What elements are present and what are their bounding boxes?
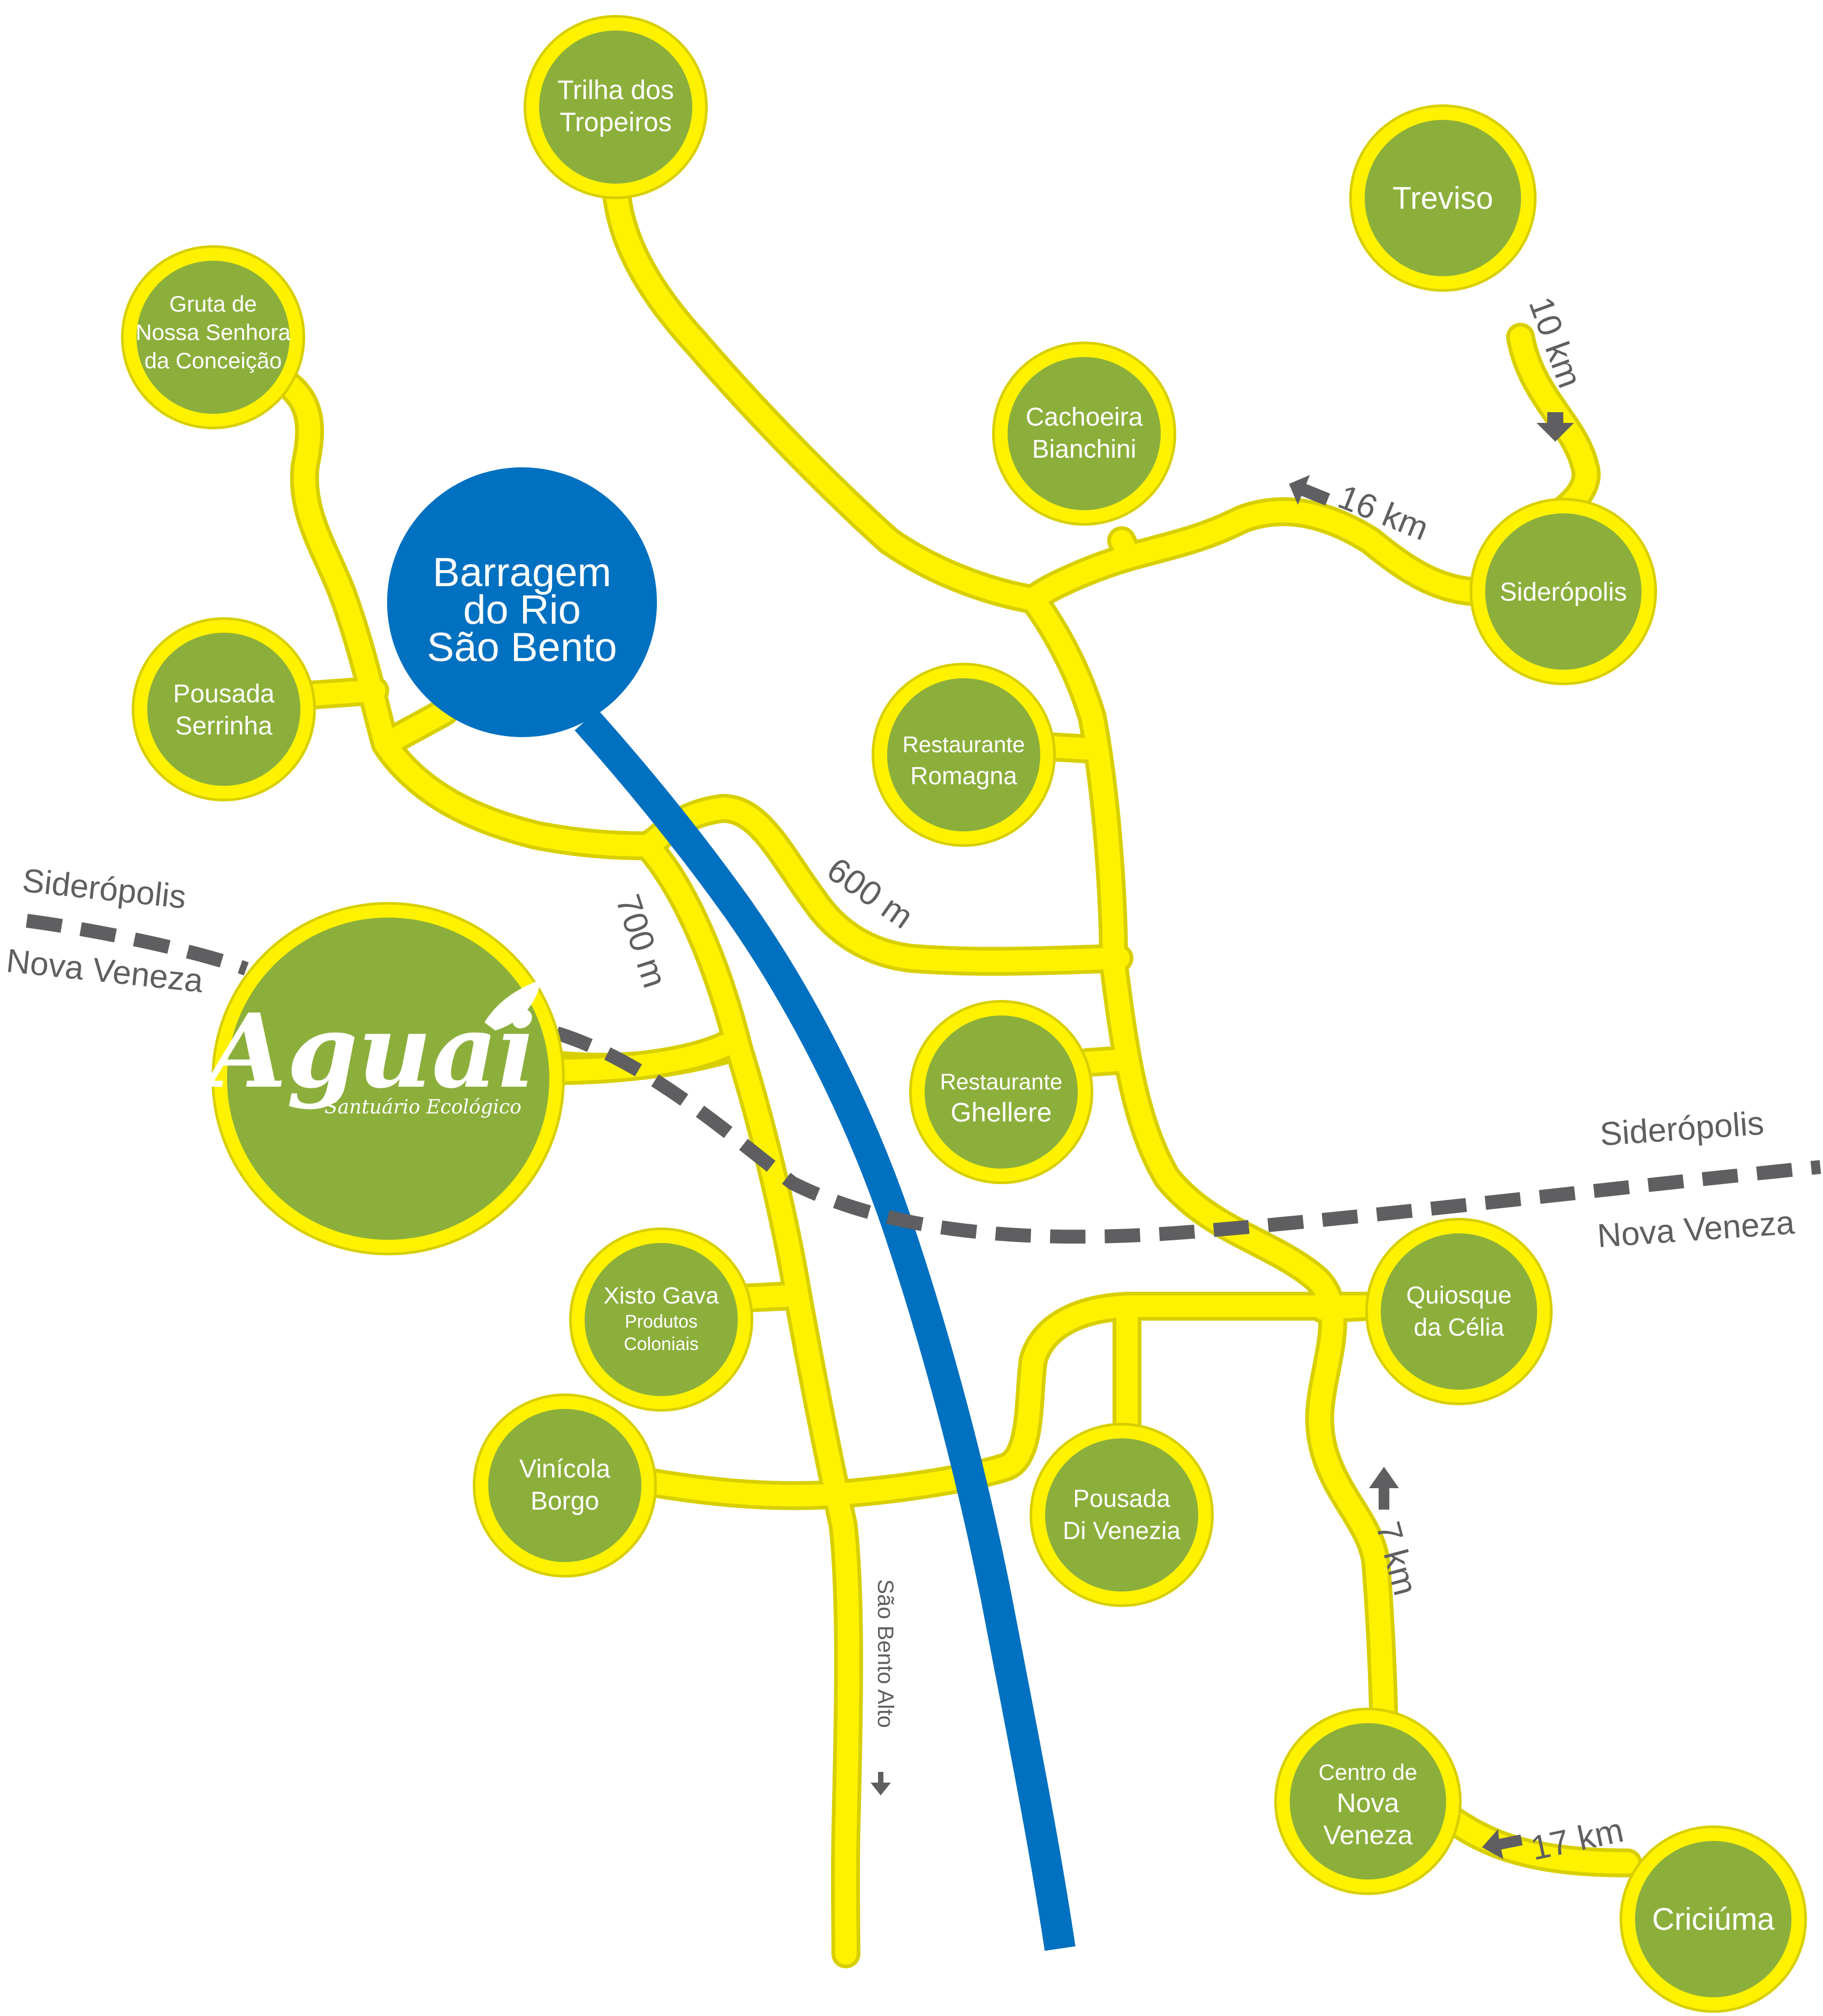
hub-label-line-3: São Bento — [427, 625, 617, 670]
road-network — [278, 166, 1638, 1965]
place-label-line: Bianchini — [1032, 435, 1137, 464]
border-label-east-north: Siderópolis — [1599, 1105, 1765, 1153]
place-restaurante-romagna[interactable]: Restaurante Romagna — [872, 663, 1056, 847]
distance-label-700m: 700 m — [609, 890, 675, 992]
leaf-icon — [485, 980, 541, 1030]
place-pousada-serrinha[interactable]: Pousada Serrinha — [132, 617, 316, 801]
place-barragem-rio-sao-bento[interactable]: Barragem do Rio São Bento — [387, 467, 657, 737]
place-criciuma[interactable]: Criciúma — [1620, 1825, 1807, 2013]
place-label-line: da Conceição — [145, 348, 282, 373]
place-restaurante-ghellere[interactable]: Restaurante Ghellere — [909, 1000, 1093, 1184]
place-label-line: Nova — [1337, 1788, 1400, 1818]
place-label-line: Siderópolis — [1500, 578, 1627, 607]
place-label-line: Restaurante — [940, 1069, 1063, 1094]
arrow-up-icon — [1369, 1467, 1399, 1510]
place-gruta-nossa-senhora[interactable]: Gruta de Nossa Senhora da Conceição — [121, 245, 305, 429]
place-label-line: Cachoeira — [1026, 403, 1143, 431]
place-sideropolis[interactable]: Siderópolis — [1470, 498, 1657, 685]
aguai-logo-subtitle: Santuário Ecológico — [324, 1096, 521, 1118]
place-vinicola-borgo[interactable]: Vinícola Borgo — [473, 1393, 657, 1578]
place-aguai-santuario[interactable]: Aguai Santuário Ecológico — [200, 902, 565, 1255]
place-label-line: Gruta de — [169, 291, 256, 316]
place-label-line: Centro de — [1319, 1760, 1417, 1785]
place-label-line: Coloniais — [624, 1334, 699, 1354]
place-label-line: Criciúma — [1652, 1902, 1775, 1937]
place-trilha-dos-tropeiros[interactable]: Trilha dos Tropeiros — [524, 15, 708, 199]
road-label-sao-bento-alto: São Bento Alto — [873, 1579, 898, 1728]
place-label-line: Xisto Gava — [603, 1283, 719, 1309]
place-label-line: Romagna — [910, 762, 1017, 790]
border-label-east-south: Nova Veneza — [1596, 1204, 1796, 1255]
place-label-line: Produtos — [625, 1312, 698, 1332]
place-centro-nova-veneza[interactable]: Centro de Nova Veneza — [1274, 1708, 1462, 1895]
place-label-line: Veneza — [1323, 1820, 1413, 1850]
place-label-line: Quiosque — [1406, 1281, 1512, 1309]
place-treviso[interactable]: Treviso — [1349, 104, 1537, 292]
place-label-line: Serrinha — [175, 712, 273, 740]
place-cachoeira-bianchini[interactable]: Cachoeira Bianchini — [992, 342, 1176, 526]
place-label-line: Nossa Senhora — [135, 320, 291, 345]
aguai-logo: Aguai — [200, 991, 536, 1111]
place-label-line: da Célia — [1414, 1313, 1504, 1341]
municipal-border-line — [26, 914, 1821, 1244]
hub-label-line-2: do Rio — [463, 587, 581, 633]
place-xisto-gava[interactable]: Xisto Gava Produtos Coloniais — [569, 1227, 753, 1412]
place-label-line: Pousada — [173, 680, 275, 708]
place-label-line: Di Venezia — [1063, 1517, 1181, 1544]
place-label-line: Ghellere — [951, 1097, 1052, 1127]
place-label-line: Tropeiros — [559, 107, 671, 137]
arrow-down-icon — [871, 1772, 891, 1795]
place-label-line: Restaurante — [903, 732, 1025, 757]
border-label-west-south: Nova Veneza — [5, 942, 206, 999]
arrow-left-icon — [1482, 1829, 1523, 1859]
arrow-down-icon — [1537, 412, 1574, 442]
place-label-line: Treviso — [1393, 181, 1493, 216]
arrow-left-icon — [1289, 475, 1330, 506]
place-label-line: Trilha dos — [557, 75, 674, 105]
hub-label-line-1: Barragem — [433, 550, 611, 595]
place-label-line: Vinícola — [519, 1455, 610, 1483]
place-label-line: Borgo — [531, 1487, 599, 1515]
place-quiosque-da-celia[interactable]: Quiosque da Célia — [1365, 1218, 1553, 1405]
place-label-line: Pousada — [1073, 1484, 1170, 1512]
place-pousada-di-venezia[interactable]: Pousada Di Venezia — [1030, 1423, 1214, 1607]
river-sao-bento — [574, 709, 1076, 1951]
border-label-west-north: Siderópolis — [21, 862, 188, 916]
